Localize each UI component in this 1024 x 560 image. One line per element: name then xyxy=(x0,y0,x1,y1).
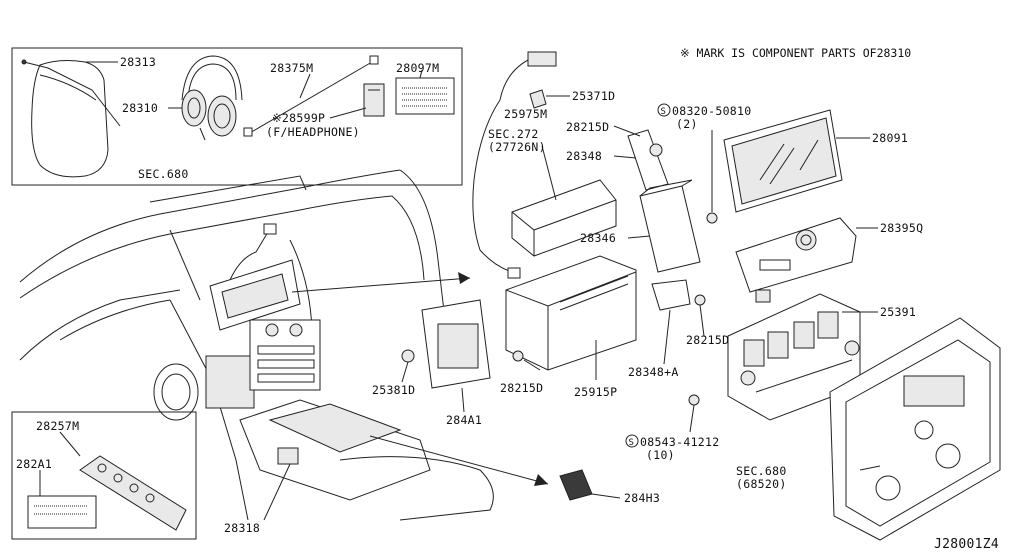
label-sec272: SEC.272 xyxy=(488,127,539,141)
label-28599P: ※28599P xyxy=(272,111,325,125)
battery-part xyxy=(363,83,385,117)
label-284A1: 284A1 xyxy=(446,413,482,427)
label-28348A: 28348+A xyxy=(628,365,679,379)
labels: ※ MARK IS COMPONENT PARTS OF28310 28313 … xyxy=(16,46,999,552)
label-28215D-a: 28215D xyxy=(566,120,609,134)
label-25391: 25391 xyxy=(880,305,916,319)
label-284H3: 284H3 xyxy=(624,491,660,505)
headphones-part xyxy=(181,55,243,141)
label-08543: 08543-41212 xyxy=(640,435,719,449)
module-27726N xyxy=(511,179,617,257)
module-28346 xyxy=(639,185,701,273)
label-08320: 08320-50810 xyxy=(672,104,751,118)
s-mark-icon xyxy=(657,103,671,117)
label-68520: (68520) xyxy=(736,477,787,491)
manual-part xyxy=(395,77,455,115)
remote-inset xyxy=(11,411,197,540)
pouch-part xyxy=(31,60,109,178)
arrow-to-25915P xyxy=(291,277,471,293)
headphone-inset xyxy=(11,47,463,186)
control-panel-28395Q xyxy=(735,217,857,293)
label-28318: 28318 xyxy=(224,521,260,535)
cable-part xyxy=(247,61,373,135)
label-28313: 28313 xyxy=(120,55,156,69)
s-mark-letter-2: S xyxy=(629,438,635,448)
remote-card-part xyxy=(27,495,97,529)
label-28097M: 28097M xyxy=(396,61,439,75)
label-08320-qty: (2) xyxy=(676,117,698,131)
center-parts xyxy=(263,51,706,521)
label-28257M: 28257M xyxy=(36,419,79,433)
av-unit-25915P xyxy=(505,255,637,371)
antenna-cable-part xyxy=(472,57,533,273)
label-sec680-top: SEC.680 xyxy=(138,167,189,181)
label-28375M: 28375M xyxy=(270,61,313,75)
label-28215D-b: 28215D xyxy=(686,333,729,347)
label-28215D-c: 28215D xyxy=(500,381,543,395)
label-sec680-bottom: SEC.680 xyxy=(736,464,787,478)
label-27726N: (27726N) xyxy=(488,140,546,154)
label-282A1: 282A1 xyxy=(16,457,52,471)
arrow-to-284H3 xyxy=(369,435,549,485)
label-28310: 28310 xyxy=(122,101,158,115)
label-28395Q: 28395Q xyxy=(880,221,923,235)
diagram-code: J28001Z4 xyxy=(934,537,999,552)
label-28091: 28091 xyxy=(872,131,908,145)
label-28348: 28348 xyxy=(566,149,602,163)
dashboard-drawing xyxy=(19,169,494,521)
label-25371D: 25371D xyxy=(572,89,615,103)
usb-port-284H3 xyxy=(559,469,593,501)
s-mark-letter: S xyxy=(661,107,667,117)
label-25915P: 25915P xyxy=(574,385,617,399)
label-headphone: (F/HEADPHONE) xyxy=(266,125,360,139)
remote-control-part xyxy=(79,455,187,531)
component-note: ※ MARK IS COMPONENT PARTS OF28310 xyxy=(680,46,911,60)
s-mark-icon-2 xyxy=(625,434,639,448)
label-28346: 28346 xyxy=(580,231,616,245)
label-25381D: 25381D xyxy=(372,383,415,397)
label-25975M: 25975M xyxy=(504,107,547,121)
right-parts xyxy=(688,109,1001,541)
label-08543-qty: (10) xyxy=(646,448,675,462)
